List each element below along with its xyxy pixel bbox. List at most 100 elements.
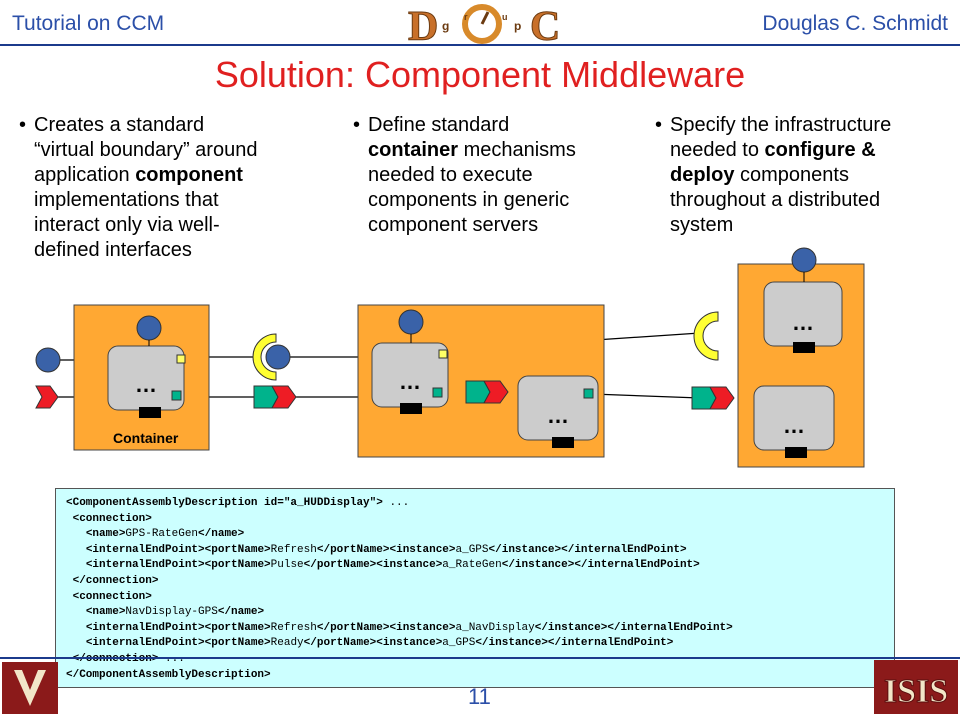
xml-tag: </portName><instance> xyxy=(303,637,443,650)
bullet-text: Define standard xyxy=(368,114,510,136)
xml-text xyxy=(66,528,86,540)
bullet-emphasis: configure & xyxy=(764,139,876,161)
component-5-ellipsis: … xyxy=(783,413,805,438)
code-line: <connection> xyxy=(66,591,152,603)
bullet-text: Specify the infrastructure xyxy=(670,114,892,136)
component-4-ellipsis: … xyxy=(792,310,814,335)
component-3-stub xyxy=(552,437,574,448)
assembly-xml-listing: <ComponentAssemblyDescription id="a_HUDD… xyxy=(55,488,895,688)
event-line-right xyxy=(591,393,701,399)
bullet-component-boundary: •Creates a standard“virtual boundary” ar… xyxy=(19,114,258,263)
xml-text: Ready xyxy=(270,637,304,650)
component-1-event-port xyxy=(171,390,182,401)
xml-text xyxy=(66,544,86,556)
component-2-attribute-port xyxy=(438,349,448,359)
bullet-line: needed to execute xyxy=(368,163,576,188)
bullet-line: implementations that xyxy=(34,188,257,213)
code-line: <internalEndPoint><portName>Refresh</por… xyxy=(66,622,733,634)
bullet-line: deploy components xyxy=(670,163,891,188)
bullet-text: “virtual boundary” around xyxy=(34,139,258,161)
bullet-text: components xyxy=(734,164,849,186)
svg-text:u: u xyxy=(502,12,508,22)
xml-text xyxy=(66,513,73,525)
bullet-text: needed to xyxy=(670,139,765,161)
bullet-text: interact only via well- xyxy=(34,214,220,236)
isis-logo: ISIS xyxy=(874,660,958,714)
bullet-line: interact only via well- xyxy=(34,213,257,238)
xml-tag: </portName><instance> xyxy=(316,621,456,634)
component-2-stub xyxy=(400,403,422,414)
code-line: </connection> ... xyxy=(66,653,185,665)
xml-tag: </instance></internalEndPoint> xyxy=(488,543,687,556)
bullet-text: system xyxy=(670,214,734,236)
xml-tag: <internalEndPoint><portName> xyxy=(85,559,271,572)
xml-text: ... xyxy=(382,497,410,509)
bullet-line: system xyxy=(670,213,891,238)
xml-tag: </instance></internalEndPoint> xyxy=(534,621,733,634)
xml-tag: </instance></internalEndPoint> xyxy=(501,559,700,572)
component-1-attribute-port xyxy=(176,354,186,364)
xml-text xyxy=(66,637,86,649)
bullet-text: implementations that xyxy=(34,189,219,211)
xml-tag: </instance></internalEndPoint> xyxy=(475,637,674,650)
component-2-top-facet xyxy=(398,309,424,335)
xml-text: a_GPS xyxy=(455,543,489,556)
xml-text xyxy=(66,591,73,603)
bullet-line: defined interfaces xyxy=(34,238,257,263)
component-1-top-facet xyxy=(136,315,162,341)
component-2-ellipsis: … xyxy=(399,369,421,394)
receptacle-port-1 xyxy=(252,333,277,381)
bullet-emphasis: container xyxy=(368,139,459,161)
xml-tag: </portName><instance> xyxy=(303,559,443,572)
code-line: <name>GPS-RateGen</name> xyxy=(66,528,244,540)
xml-tag: <internalEndPoint><portName> xyxy=(85,621,271,634)
slide-title: Solution: Component Middleware xyxy=(214,54,746,95)
xml-tag: <connection> xyxy=(72,590,152,603)
code-line: <internalEndPoint><portName>Ready</portN… xyxy=(66,637,674,650)
bullet-text: component servers xyxy=(368,214,539,236)
xml-text xyxy=(66,622,86,634)
bullet-text: defined interfaces xyxy=(34,239,192,261)
bullet-text: application xyxy=(34,164,136,186)
header-author: Douglas C. Schmidt xyxy=(762,12,948,35)
header-course-title: Tutorial on CCM xyxy=(12,12,165,35)
doc-group-logo: D C g r u p xyxy=(408,4,561,47)
xml-tag: </name> xyxy=(217,606,265,619)
bullet-text: components in generic xyxy=(368,189,570,211)
code-line: <ComponentAssemblyDescription id="a_HUDD… xyxy=(66,497,409,509)
code-line: <name>NavDisplay-GPS</name> xyxy=(66,606,264,618)
bullet-text: mechanisms xyxy=(458,139,576,161)
receptacle-port-2 xyxy=(693,311,719,361)
svg-text:ISIS: ISIS xyxy=(884,673,948,710)
bullet-line: Specify the infrastructure xyxy=(670,113,891,138)
bullet-text: needed to execute xyxy=(368,164,533,186)
event-source-port-1 xyxy=(271,385,297,409)
facet-port-1 xyxy=(265,344,291,370)
xml-text: a_NavDisplay xyxy=(455,621,535,634)
component-4-stub xyxy=(793,342,815,353)
header-divider xyxy=(0,44,960,46)
bullet-line: container mechanisms xyxy=(368,138,576,163)
component-1-ellipsis: … xyxy=(135,372,157,397)
bullet-emphasis: component xyxy=(135,164,243,186)
xml-tag: <internalEndPoint><portName> xyxy=(85,543,271,556)
svg-text:C: C xyxy=(530,4,560,46)
svg-text:p: p xyxy=(514,19,521,33)
external-facet-port xyxy=(35,347,61,373)
component-1-stub xyxy=(139,407,161,418)
bullet-text: throughout a distributed xyxy=(670,189,881,211)
xml-text: Refresh xyxy=(270,543,317,556)
xml-text xyxy=(66,606,86,618)
xml-tag: </name> xyxy=(198,528,245,541)
footer-divider xyxy=(0,657,960,659)
xml-tag: </ComponentAssemblyDescription> xyxy=(66,668,271,681)
code-line: <internalEndPoint><portName>Refresh</por… xyxy=(66,544,687,556)
xml-text xyxy=(66,653,73,665)
code-line: <internalEndPoint><portName>Pulse</portN… xyxy=(66,559,700,571)
xml-tag: <ComponentAssemblyDescription id="a_HUDD… xyxy=(66,497,383,509)
xml-tag: </connection> xyxy=(72,653,159,665)
bullet-line: Define standard xyxy=(368,113,576,138)
